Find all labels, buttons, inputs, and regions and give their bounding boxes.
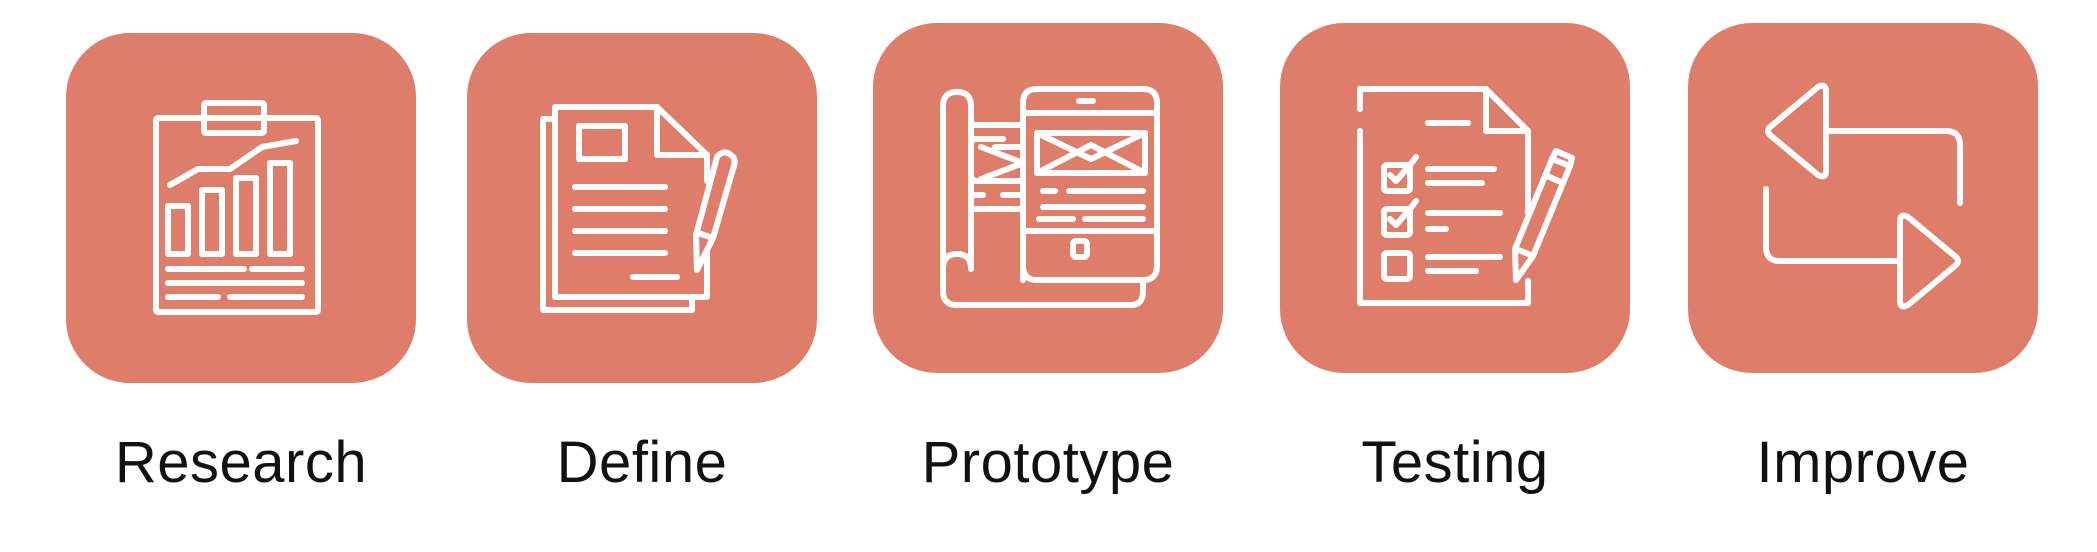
blueprint-phone-icon (940, 86, 1160, 308)
step-label: Research (114, 430, 368, 495)
chart-report-icon (153, 100, 321, 315)
checklist-pencil-icon (1357, 86, 1575, 306)
testing-tile (1280, 23, 1630, 373)
step-label: Testing (1361, 430, 1549, 495)
prototype-tile (873, 23, 1223, 373)
research-tile (66, 33, 416, 383)
step-label: Prototype (921, 430, 1175, 495)
step-label: Define (556, 430, 728, 495)
define-tile (467, 33, 817, 383)
loop-arrows-icon (1763, 82, 1963, 310)
step-label: Improve (1756, 430, 1970, 495)
improve-tile (1688, 23, 2038, 373)
document-pen-icon (540, 104, 738, 313)
